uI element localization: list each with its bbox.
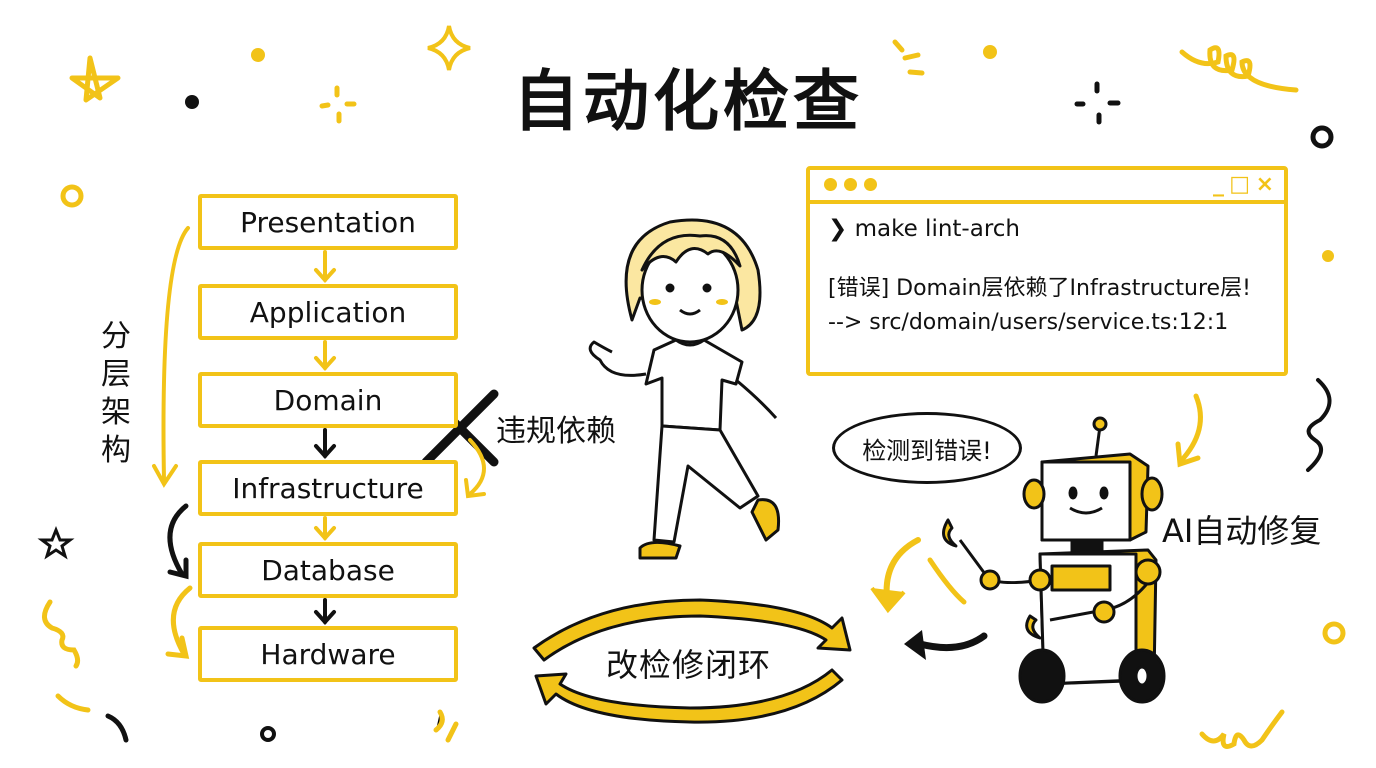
layer-label: Hardware	[260, 637, 396, 671]
dot-icon	[1322, 250, 1334, 262]
terminal-window: _ □ × ❯ make lint-arch [错误] Domain层依赖了In…	[806, 166, 1288, 376]
layer-label: Presentation	[240, 205, 416, 239]
window-dot-icon	[864, 178, 877, 191]
window-dot-icon	[844, 178, 857, 191]
cycle-label: 改检修闭环	[606, 646, 772, 684]
circle-icon	[1322, 621, 1346, 645]
location-line: --> src/domain/users/service.ts:12:1	[828, 310, 1229, 335]
layer-hardware: Hardware	[198, 626, 458, 682]
squiggle-icon	[1199, 709, 1285, 749]
squiggle-icon	[1306, 378, 1332, 472]
layer-label: Infrastructure	[232, 471, 424, 505]
speech-text: 检测到错误!	[862, 436, 992, 465]
terminal-titlebar: _ □ ×	[810, 170, 1284, 204]
layer-database: Database	[198, 542, 458, 598]
minimize-icon[interactable]: _	[1213, 172, 1224, 197]
error-line: [错误] Domain层依赖了Infrastructure层!	[828, 276, 1251, 301]
maximize-icon[interactable]: □	[1229, 172, 1250, 197]
command-line: ❯ make lint-arch	[828, 216, 1020, 242]
page-title: 自动化检查	[513, 63, 863, 140]
layer-label: Database	[261, 553, 395, 587]
close-icon[interactable]: ×	[1255, 172, 1274, 197]
layer-presentation: Presentation	[198, 194, 458, 250]
layer-application: Application	[198, 284, 458, 340]
speech-bubble: 检测到错误!	[832, 412, 1022, 484]
violation-label: 违规依赖	[496, 414, 616, 449]
girl-character	[588, 218, 781, 560]
window-dot-icon	[824, 178, 837, 191]
layer-label: Application	[249, 295, 407, 329]
prompt-icon: ❯	[828, 216, 848, 242]
layered-architecture-label: 分层架构	[101, 319, 131, 468]
squiggle-icon	[42, 599, 81, 669]
circle-icon	[60, 184, 84, 208]
layer-label: Domain	[273, 383, 383, 417]
layer-infrastructure: Infrastructure	[198, 460, 458, 516]
layer-domain: Domain	[198, 372, 458, 428]
star-outline-icon	[37, 525, 75, 560]
ai-auto-fix-label: AI自动修复	[1162, 512, 1322, 550]
command-text: make lint-arch	[854, 216, 1020, 242]
